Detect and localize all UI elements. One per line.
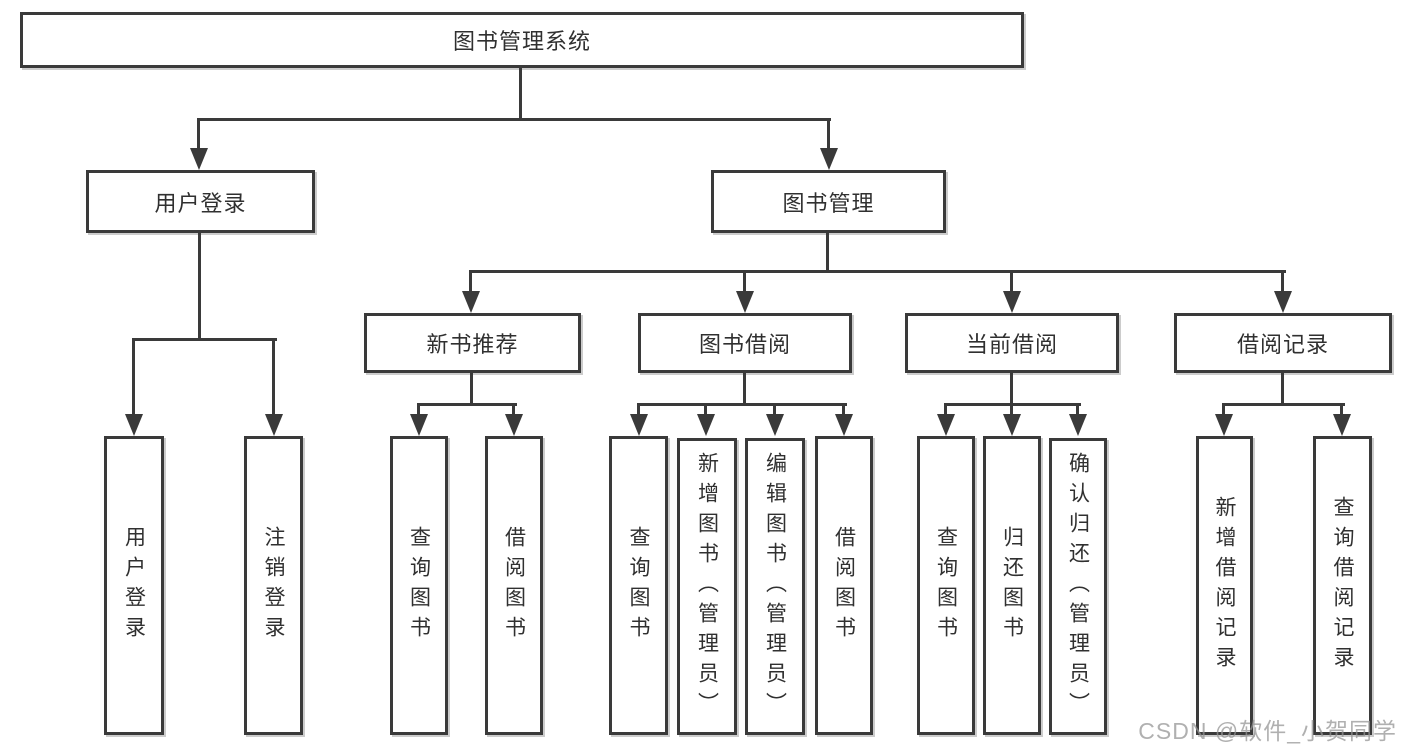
connector-line — [1222, 403, 1225, 416]
leaf-user-login-label: 用户登录 — [122, 525, 146, 646]
connector-line — [417, 403, 517, 406]
leaf-confirm-return-admin: 确认归还（管理员） — [1049, 438, 1107, 735]
leaf-current-query-book-label: 查询图书 — [934, 525, 958, 646]
node-root-label: 图书管理系统 — [452, 29, 591, 54]
node-user-login: 用户登录 — [86, 170, 315, 233]
arrow-down-icon — [1069, 414, 1087, 436]
leaf-add-borrow-record-label: 新增借阅记录 — [1213, 495, 1236, 676]
node-current-borrow: 当前借阅 — [905, 313, 1119, 373]
arrow-down-icon — [630, 414, 648, 436]
arrow-down-icon — [835, 414, 853, 436]
leaf-newbook-borrow-book-label: 借阅图书 — [502, 525, 526, 646]
connector-line — [272, 338, 275, 416]
connector-line — [132, 338, 135, 416]
arrow-down-icon — [410, 414, 428, 436]
node-new-book-recommend-label: 新书推荐 — [426, 332, 519, 357]
connector-line — [842, 403, 845, 416]
arrow-down-icon — [265, 414, 283, 436]
leaf-current-query-book: 查询图书 — [917, 436, 975, 735]
leaf-logout: 注销登录 — [244, 436, 303, 735]
arrow-down-icon — [1003, 414, 1021, 436]
connector-line — [470, 373, 473, 405]
connector-line — [1010, 403, 1013, 416]
leaf-borrow-borrow-book-label: 借阅图书 — [832, 525, 856, 646]
node-borrow-record: 借阅记录 — [1174, 313, 1392, 373]
connector-line — [944, 403, 947, 416]
node-root: 图书管理系统 — [20, 12, 1024, 68]
connector-line — [1222, 403, 1345, 406]
connector-line — [417, 403, 420, 416]
leaf-user-login: 用户登录 — [104, 436, 164, 735]
leaf-newbook-query-book-label: 查询图书 — [407, 525, 431, 646]
leaf-add-borrow-record: 新增借阅记录 — [1196, 436, 1253, 735]
node-current-borrow-label: 当前借阅 — [965, 332, 1058, 357]
connector-line — [1281, 373, 1284, 405]
node-new-book-recommend: 新书推荐 — [364, 313, 581, 373]
connector-line — [469, 270, 1286, 273]
leaf-newbook-query-book: 查询图书 — [390, 436, 448, 735]
node-book-borrow-label: 图书借阅 — [698, 332, 791, 357]
node-borrow-record-label: 借阅记录 — [1236, 332, 1329, 357]
connector-line — [198, 233, 201, 339]
connector-line — [704, 403, 707, 416]
node-book-borrow: 图书借阅 — [638, 313, 852, 373]
arrow-down-icon — [505, 414, 523, 436]
connector-line — [469, 270, 472, 293]
leaf-edit-book-admin-label: 编辑图书（管理员） — [763, 451, 787, 722]
arrow-down-icon — [766, 414, 784, 436]
connector-line — [1010, 270, 1013, 293]
connector-line — [1340, 403, 1343, 416]
connector-line — [1076, 403, 1079, 416]
connector-line — [132, 338, 277, 341]
connector-line — [743, 270, 746, 293]
connector-line — [743, 373, 746, 405]
connector-line — [827, 118, 830, 150]
leaf-borrow-query-book: 查询图书 — [609, 436, 668, 735]
leaf-query-borrow-record: 查询借阅记录 — [1313, 436, 1372, 735]
leaf-edit-book-admin: 编辑图书（管理员） — [745, 438, 805, 735]
node-user-login-label: 用户登录 — [154, 190, 247, 216]
arrow-down-icon — [125, 414, 143, 436]
leaf-return-book: 归还图书 — [983, 436, 1041, 735]
leaf-confirm-return-admin-label: 确认归还（管理员） — [1066, 451, 1090, 722]
connector-line — [637, 403, 847, 406]
node-book-management: 图书管理 — [711, 170, 946, 233]
csdn-watermark: CSDN @软件_小贺同学 — [1138, 718, 1397, 744]
connector-line — [512, 403, 515, 416]
leaf-add-book-admin-label: 新增图书（管理员） — [695, 451, 719, 722]
arrow-down-icon — [1333, 414, 1351, 436]
arrow-down-icon — [697, 414, 715, 436]
arrow-down-icon — [190, 148, 208, 170]
connector-line — [773, 403, 776, 416]
connector-line — [826, 233, 829, 272]
leaf-return-book-label: 归还图书 — [1000, 525, 1024, 646]
arrow-down-icon — [937, 414, 955, 436]
connector-line — [1281, 270, 1284, 293]
leaf-newbook-borrow-book: 借阅图书 — [485, 436, 543, 735]
leaf-borrow-query-book-label: 查询图书 — [627, 525, 650, 646]
arrow-down-icon — [462, 291, 480, 313]
node-book-management-label: 图书管理 — [782, 190, 875, 216]
connector-line — [1010, 373, 1013, 405]
arrow-down-icon — [1274, 291, 1292, 313]
arrow-down-icon — [736, 291, 754, 313]
arrow-down-icon — [1003, 291, 1021, 313]
connector-line — [197, 118, 831, 121]
connector-line — [637, 403, 640, 416]
leaf-logout-label: 注销登录 — [262, 525, 285, 646]
leaf-borrow-borrow-book: 借阅图书 — [815, 436, 873, 735]
arrow-down-icon — [820, 148, 838, 170]
connector-line — [197, 118, 200, 150]
connector-line — [519, 67, 522, 120]
arrow-down-icon — [1215, 414, 1233, 436]
leaf-query-borrow-record-label: 查询借阅记录 — [1331, 495, 1354, 676]
leaf-add-book-admin: 新增图书（管理员） — [677, 438, 737, 735]
